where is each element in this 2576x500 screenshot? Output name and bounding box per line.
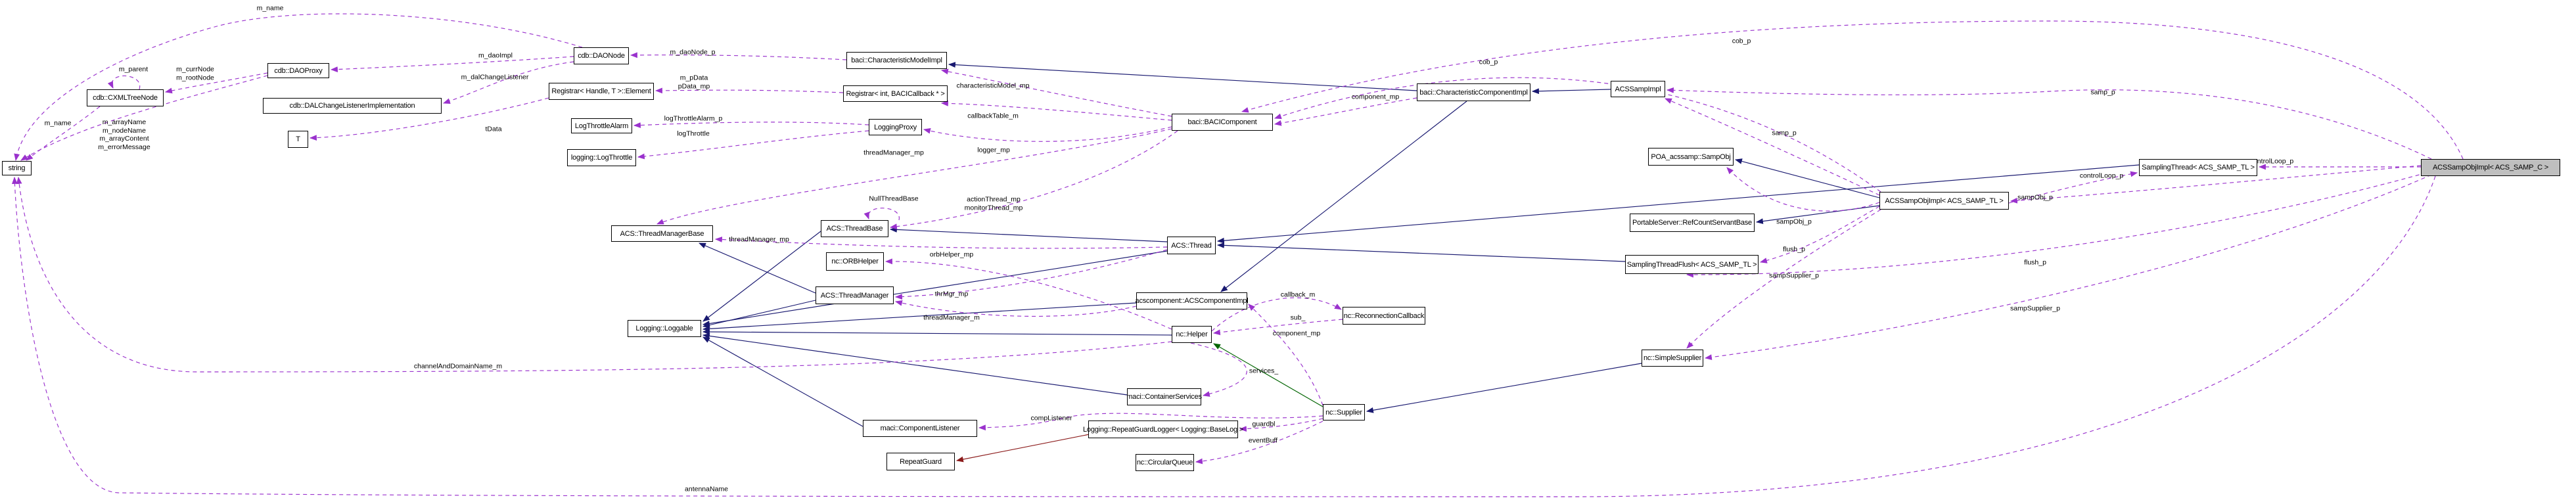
class-node-refcountservantbase[interactable]: PortableServer::RefCountServantBase <box>1630 214 1755 232</box>
edge-bacicomponent-to-charmodelimpl <box>940 68 1172 117</box>
class-node-threadmanagerbase[interactable]: ACS::ThreadManagerBase <box>611 225 713 242</box>
class-node-helper[interactable]: nc::Helper <box>1172 326 1212 343</box>
edge-repeatguardlogger-to-repeatguard <box>955 433 1093 463</box>
edge-sampobjimpl_c-to-acssampimpl <box>1666 87 2432 160</box>
class-node-logthrottle[interactable]: logging::LogThrottle <box>567 149 636 166</box>
edge-charcomponentimpl-to-bacicomponent <box>1274 97 1417 126</box>
edge-bacicomponent-to-loggingproxy <box>923 126 1172 142</box>
edge-sampobjimpl_tl-to-simplesupplier <box>1686 209 1881 349</box>
class-node-samplingthreadflush[interactable]: SamplingThreadFlush< ACS_SAMP_TL > <box>1625 255 1759 274</box>
class-node-sampobjimpl_c[interactable]: ACSSampObjImpl< ACS_SAMP_C > <box>2421 159 2560 176</box>
class-node-charmodelimpl[interactable]: baci::CharacteristicModelImpl <box>846 52 947 69</box>
edge-supplier-to-repeatguardlogger <box>1239 418 1323 432</box>
edge-sampobjimpl_c-to-simplesupplier <box>1704 174 2432 361</box>
edge-sampobjimpl_tl-to-poasampobj <box>1734 158 1880 198</box>
class-node-charcomponentimpl[interactable]: baci::CharacteristicComponentImpl <box>1417 83 1530 101</box>
edge-acssampimpl-to-charcomponentimpl <box>1531 88 1611 95</box>
class-node-poasampobj[interactable]: POA_acssamp::SampObj <box>1648 148 1734 166</box>
class-node-loggingproxy[interactable]: LoggingProxy <box>869 119 922 135</box>
edge-daoproxy-to-cxmltreenode <box>164 72 268 94</box>
edge-helper-to-reconnectioncallback <box>1211 297 1342 332</box>
edge-threadbase-to-threadbase <box>863 208 900 221</box>
class-node-registrarint[interactable]: Registrar< int, BACICallback * > <box>843 85 948 102</box>
edge-thread-to-loggable <box>702 250 1168 327</box>
class-node-threadmanager[interactable]: ACS::ThreadManager <box>816 286 894 304</box>
edge-charmodelimpl-to-daonode <box>630 52 847 60</box>
class-node-t[interactable]: T <box>288 131 308 148</box>
class-node-sampobjimpl_tl[interactable]: ACSSampObjImpl< ACS_SAMP_TL > <box>1879 192 2009 210</box>
edge-helper-to-containerservices <box>1190 342 1247 397</box>
edge-sampobjimpl_tl-to-refcountservantbase <box>1755 205 1880 225</box>
edge-cxmltreenode-to-cxmltreenode <box>107 75 141 90</box>
class-node-threadbase[interactable]: ACS::ThreadBase <box>821 220 888 237</box>
class-node-dalchangelistener[interactable]: cdb::DALChangeListenerImplementation <box>263 98 442 114</box>
class-node-thread[interactable]: ACS::Thread <box>1167 237 1216 254</box>
edge-supplier-to-componentlistener <box>978 413 1323 431</box>
class-node-element[interactable]: Registrar< Handle, T >::Element <box>549 83 654 100</box>
class-node-orbhelper[interactable]: nc::ORBHelper <box>826 252 884 271</box>
class-node-bacicomponent[interactable]: baci::BACIComponent <box>1172 114 1273 131</box>
edge-supplier-to-helper <box>1213 343 1323 407</box>
edge-thread-to-threadmanager <box>894 249 1168 300</box>
edge-daoproxy-to-string <box>20 75 268 161</box>
edge-threadmanager-to-loggable <box>702 300 816 329</box>
class-node-acssampimpl[interactable]: ACSSampImpl <box>1611 81 1665 97</box>
edge-sampobjimpl_c-to-string <box>12 175 2436 497</box>
edge-supplier-to-circularqueue <box>1195 420 1323 465</box>
class-node-circularqueue[interactable]: nc::CircularQueue <box>1136 454 1194 471</box>
edge-samplingthread-to-thread <box>1216 164 2140 244</box>
edge-bacicomponent-to-threadbase <box>889 130 1178 230</box>
edge-supplier-to-acscomponentimpl <box>1248 304 1323 406</box>
edge-thread-to-threadmanagerbase <box>714 237 1168 249</box>
edge-loggingproxy-to-logthrottlealarm <box>633 122 869 128</box>
edge-containerservices-to-loggable <box>702 333 1128 396</box>
edge-reconnectioncallback-to-helper <box>1212 319 1343 336</box>
edge-sampobjimpl_tl-to-samplingthread <box>2008 171 2138 204</box>
class-node-string[interactable]: string <box>2 161 32 175</box>
class-node-samplingthread[interactable]: SamplingThread< ACS_SAMP_TL > <box>2139 159 2257 176</box>
edge-sampobjimpl_tl-to-acssampimpl <box>1664 98 1880 196</box>
edge-daonode-to-daoproxy <box>330 56 574 72</box>
edge-charcomponentimpl-to-acscomponentimpl <box>1220 101 1467 292</box>
class-node-simplesupplier[interactable]: nc::SimpleSupplier <box>1642 350 1703 367</box>
edge-acscomponentimpl-to-threadmanager <box>894 300 1137 317</box>
edge-cxmltreenode-to-string <box>26 106 101 161</box>
edge-sampobjimpl_c-to-samplingthreadflush <box>1686 172 2427 278</box>
edge-acscomponentimpl-to-loggable <box>702 302 1137 332</box>
edge-componentlistener-to-loggable <box>702 336 863 427</box>
edge-simplesupplier-to-supplier <box>1366 363 1642 413</box>
edge-sampobjimpl_tl-to-poasampobj <box>1726 167 1880 212</box>
class-node-daoproxy[interactable]: cdb::DAOProxy <box>267 63 329 78</box>
class-node-repeatguardlogger[interactable]: Logging::RepeatGuardLogger< Logging::Bas… <box>1083 420 1243 438</box>
edge-sampobjimpl_tl-to-samplingthreadflush <box>1759 206 1880 263</box>
class-node-daonode[interactable]: cdb::DAONode <box>574 47 629 64</box>
edge-daonode-to-string <box>14 13 583 162</box>
class-node-logthrottlealarm[interactable]: LogThrottleAlarm <box>571 118 632 133</box>
edge-sampobjimpl_tl-to-bacicomponent <box>1274 77 1881 193</box>
class-node-componentlistener[interactable]: maci::ComponentListener <box>863 420 977 437</box>
edge-registrarint-to-element <box>655 87 844 94</box>
edge-threadbase-to-loggable <box>702 231 821 322</box>
class-node-reconnectioncallback[interactable]: nc::ReconnectionCallback <box>1343 307 1425 325</box>
class-node-loggable[interactable]: Logging::Loggable <box>628 320 701 337</box>
edge-helper-to-loggable <box>702 329 1172 336</box>
edge-bacicomponent-to-threadmanagerbase <box>656 128 1172 225</box>
edge-loggingproxy-to-logthrottle <box>637 130 869 160</box>
edge-charcomponentimpl-to-charmodelimpl <box>948 62 1417 91</box>
class-node-cxmltreenode[interactable]: cdb::CXMLTreeNode <box>87 89 164 106</box>
edge-helper-to-orbhelper <box>885 258 1172 330</box>
edge-threadmanager-to-threadmanagerbase <box>698 242 816 294</box>
edge-thread-to-threadbase <box>889 227 1168 242</box>
class-node-supplier[interactable]: nc::Supplier <box>1323 404 1365 420</box>
edge-helper-to-string <box>16 176 1172 373</box>
edge-element-to-t <box>309 97 549 141</box>
class-node-acscomponentimpl[interactable]: acscomponent::ACSComponentImpl <box>1136 292 1249 309</box>
edge-sampobjimpl_c-to-sampobjimpl_tl <box>2010 165 2422 204</box>
class-node-repeatguard[interactable]: RepeatGuard <box>886 453 955 470</box>
edge-bacicomponent-to-registrarint <box>940 100 1172 121</box>
edge-samplingthreadflush-to-thread <box>1216 242 1626 262</box>
class-node-containerservices[interactable]: maci::ContainerServices <box>1126 388 1202 405</box>
